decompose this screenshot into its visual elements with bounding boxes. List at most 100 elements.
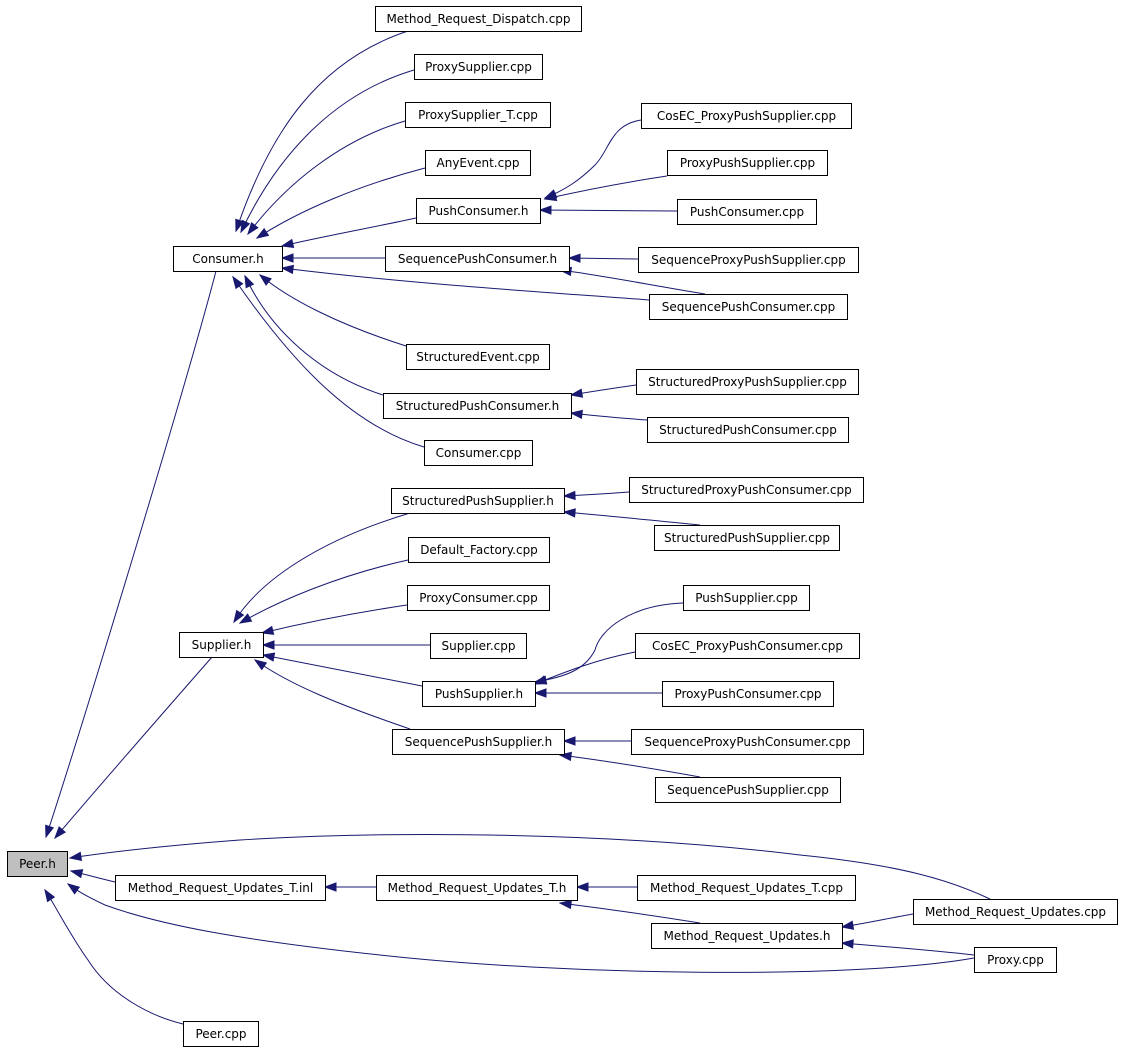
arrowhead-icon — [567, 253, 581, 263]
node-pushconsumer-h[interactable]: PushConsumer.h — [416, 198, 541, 224]
node-seqpushsupplier-h[interactable]: SequencePushSupplier.h — [392, 729, 565, 755]
node-box — [115, 875, 326, 901]
edge-seqpushsupplier_h-to-supplier_h — [254, 659, 411, 730]
edge-cosec_pps_cpp-to-pushconsumer_h — [544, 119, 642, 199]
node-box — [649, 294, 848, 320]
node-pps-cpp[interactable]: ProxyPushSupplier.cpp — [667, 150, 828, 176]
arrowhead-icon — [538, 205, 552, 215]
node-structpushconsumer-cpp[interactable]: StructuredPushConsumer.cpp — [647, 417, 849, 443]
node-seqpushconsumer-cpp[interactable]: SequencePushConsumer.cpp — [649, 294, 848, 320]
node-seqpushconsumer-h[interactable]: SequencePushConsumer.h — [385, 246, 570, 272]
node-mru-t-cpp[interactable]: Method_Request_Updates_T.cpp — [637, 875, 856, 901]
node-label: SequencePushConsumer.h — [398, 252, 557, 266]
arrowhead-icon — [562, 736, 576, 746]
node-mru-t-inl[interactable]: Method_Request_Updates_T.inl — [115, 875, 326, 901]
node-structppc-cpp[interactable]: StructuredProxyPushConsumer.cpp — [629, 477, 864, 503]
node-box — [629, 477, 864, 503]
node-supplier-cpp[interactable]: Supplier.cpp — [430, 633, 527, 659]
node-proxyconsumer-cpp[interactable]: ProxyConsumer.cpp — [407, 585, 550, 611]
node-mru-h[interactable]: Method_Request_Updates.h — [651, 923, 843, 949]
edge-consumer_cpp-to-consumer_h — [232, 276, 425, 448]
edge-anyevent_cpp-to-consumer_h — [256, 167, 426, 239]
arrowhead-icon — [44, 888, 56, 903]
edge-proxysupplier_cpp-to-consumer_h — [240, 69, 415, 233]
node-box — [422, 681, 536, 707]
node-label: StructuredPushConsumer.h — [396, 399, 559, 413]
arrowhead-icon — [261, 652, 276, 662]
node-pushsupplier-h[interactable]: PushSupplier.h — [422, 681, 536, 707]
node-cosec-pps-cpp[interactable]: CosEC_ProxyPushSupplier.cpp — [641, 103, 852, 129]
node-label: PushConsumer.cpp — [690, 205, 804, 219]
edge-structpushsupplier_cpp-to-structpushsupplier_h — [563, 511, 701, 526]
node-box — [636, 369, 859, 395]
node-seqppc-cpp[interactable]: SequenceProxyPushConsumer.cpp — [631, 729, 864, 755]
node-box — [683, 585, 810, 611]
node-cosec-ppc-cpp[interactable]: CosEC_ProxyPushConsumer.cpp — [635, 633, 860, 659]
node-label: Peer.h — [19, 857, 56, 871]
edge-seqpps_cpp-to-seqpushconsumer_h — [568, 257, 639, 260]
edge-proxyconsumer_cpp-to-supplier_h — [261, 604, 408, 634]
node-structpps-cpp[interactable]: StructuredProxyPushSupplier.cpp — [636, 369, 859, 395]
node-seqpps-cpp[interactable]: SequenceProxyPushSupplier.cpp — [638, 247, 859, 273]
node-mru-cpp[interactable]: Method_Request_Updates.cpp — [913, 899, 1118, 925]
edge-structuredevent_cpp-to-consumer_h — [259, 274, 407, 347]
node-box — [638, 247, 859, 273]
node-peer-cpp[interactable]: Peer.cpp — [183, 1021, 259, 1047]
arrowhead-icon — [558, 899, 572, 910]
node-label: Supplier.h — [192, 638, 252, 652]
edge-default_factory_cpp-to-supplier_h — [239, 559, 409, 624]
edge-mrd_cpp-to-consumer_h — [235, 30, 409, 232]
node-label: ProxyPushSupplier.cpp — [680, 156, 815, 170]
node-pushsupplier-cpp[interactable]: PushSupplier.cpp — [683, 585, 810, 611]
node-anyevent-cpp[interactable]: AnyEvent.cpp — [425, 150, 531, 176]
node-box — [641, 103, 852, 129]
node-pushconsumer-cpp[interactable]: PushConsumer.cpp — [677, 199, 817, 225]
node-supplier-h[interactable]: Supplier.h — [179, 632, 264, 658]
node-structuredevent-cpp[interactable]: StructuredEvent.cpp — [406, 344, 550, 370]
arrowhead-icon — [280, 238, 295, 248]
node-label: Peer.cpp — [195, 1027, 246, 1041]
node-consumer-cpp[interactable]: Consumer.cpp — [424, 440, 533, 466]
node-proxy-cpp[interactable]: Proxy.cpp — [974, 947, 1057, 973]
node-mrd-cpp[interactable]: Method_Request_Dispatch.cpp — [375, 6, 582, 32]
node-structpushsupplier-cpp[interactable]: StructuredPushSupplier.cpp — [654, 525, 840, 551]
node-peer-h[interactable]: Peer.h — [7, 851, 68, 877]
node-label: StructuredProxyPushSupplier.cpp — [648, 375, 847, 389]
node-consumer-h[interactable]: Consumer.h — [173, 246, 283, 272]
node-default-factory-cpp[interactable]: Default_Factory.cpp — [408, 537, 550, 563]
node-label: ProxySupplier_T.cpp — [418, 108, 538, 122]
node-label: SequenceProxyPushConsumer.cpp — [644, 735, 850, 749]
arrowhead-icon — [244, 274, 255, 289]
node-box — [430, 633, 527, 659]
arrowhead-icon — [280, 253, 294, 263]
node-box — [677, 199, 817, 225]
edge-proxysupplier_t_cpp-to-consumer_h — [247, 120, 406, 235]
node-label: Method_Request_Updates_T.inl — [128, 881, 313, 895]
arrowhead-icon — [569, 388, 584, 398]
node-box — [7, 851, 68, 877]
node-mru-t-h[interactable]: Method_Request_Updates_T.h — [376, 875, 578, 901]
node-structpushsupplier-h[interactable]: StructuredPushSupplier.h — [391, 488, 565, 514]
arrowhead-icon — [232, 275, 244, 290]
arrowhead-icon — [235, 218, 245, 233]
node-seqpushsupplier-cpp[interactable]: SequencePushSupplier.cpp — [655, 777, 841, 803]
node-proxysupplier-cpp[interactable]: ProxySupplier.cpp — [414, 54, 543, 80]
node-label: SequencePushSupplier.cpp — [667, 783, 829, 797]
node-label: Method_Request_Dispatch.cpp — [386, 12, 570, 26]
node-box — [637, 875, 856, 901]
edge-mru_cpp-to-peer_h — [69, 834, 991, 900]
node-label: AnyEvent.cpp — [437, 156, 520, 170]
node-box — [662, 681, 834, 707]
node-structpushconsumer-h[interactable]: StructuredPushConsumer.h — [383, 393, 572, 419]
arrowhead-icon — [840, 920, 855, 930]
node-box — [913, 899, 1118, 925]
node-proxysupplier-t-cpp[interactable]: ProxySupplier_T.cpp — [405, 102, 551, 128]
node-label: StructuredPushSupplier.h — [402, 494, 554, 508]
node-box — [425, 150, 531, 176]
edge-pushconsumer_cpp-to-pushconsumer_h — [539, 209, 678, 212]
node-box — [405, 102, 551, 128]
node-ppc-cpp[interactable]: ProxyPushConsumer.cpp — [662, 681, 834, 707]
edge-peer_cpp-to-peer_h — [44, 889, 184, 1025]
node-box — [655, 777, 841, 803]
